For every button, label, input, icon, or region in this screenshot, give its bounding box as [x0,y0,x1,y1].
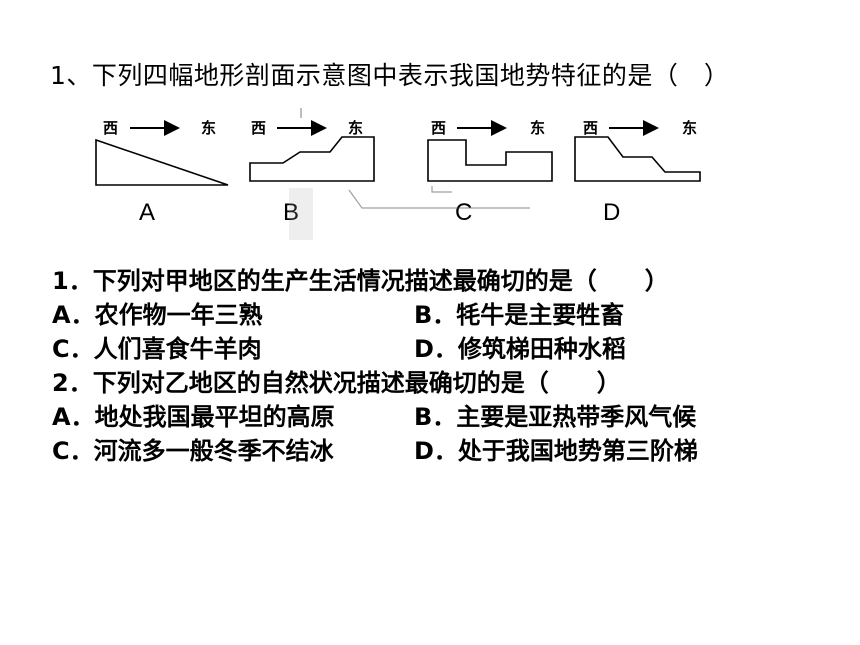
profile-c: 西 东 C [427,119,553,226]
terrain-profiles: 西 东 A 西 东 B 西 东 C 西 东 D [0,0,860,260]
sub-question-2: 2．下列对乙地区的自然状况描述最确切的是（ ） [52,366,698,400]
option-1b: B．牦牛是主要牲畜 [414,301,625,329]
profile-d-east: 东 [682,119,697,137]
profile-d-label: D [603,199,620,226]
options-row: A．农作物一年三熟 B．牦牛是主要牲畜 [52,298,698,332]
sub-question-2-text: 2．下列对乙地区的自然状况描述最确切的是（ ） [52,369,621,397]
profile-b-east: 东 [348,119,363,137]
question-title: 1、下列四幅地形剖面示意图中表示我国地势特征的是（ ） [50,61,730,90]
option-2d: D．处于我国地势第三阶梯 [414,437,698,465]
profile-c-shape [427,139,553,182]
options-row: C．人们喜食牛羊肉 D．修筑梯田种水稻 [52,332,698,366]
profile-b: 西 东 B [249,119,375,226]
option-1a: A．农作物一年三熟 [52,301,263,329]
sub-questions: 1．下列对甲地区的生产生活情况描述最确切的是（ ） A．农作物一年三熟 B．牦牛… [52,264,698,468]
option-2a: A．地处我国最平坦的高原 [52,403,335,431]
profile-d: 西 东 D [574,119,701,226]
profile-a: 西 东 A [95,119,229,226]
options-row: A．地处我国最平坦的高原 B．主要是亚热带季风气候 [52,400,698,434]
profile-b-label: B [283,199,299,226]
profile-d-west: 西 [583,119,598,137]
profile-c-west: 西 [431,119,446,137]
profile-a-west: 西 [103,119,118,137]
profile-c-label: C [455,199,472,226]
sub-question-1: 1．下列对甲地区的生产生活情况描述最确切的是（ ） [52,264,698,298]
option-1d: D．修筑梯田种水稻 [414,335,626,363]
options-row: C．河流多一般冬季不结冰 D．处于我国地势第三阶梯 [52,434,698,468]
profile-c-east: 东 [530,119,545,137]
option-2c: C．河流多一般冬季不结冰 [52,437,334,465]
profile-a-shape [95,138,229,186]
profile-b-shape [249,136,375,182]
sub-question-1-text: 1．下列对甲地区的生产生活情况描述最确切的是（ ） [52,267,669,295]
profile-a-east: 东 [201,119,216,137]
profile-b-west: 西 [251,119,266,137]
profile-a-label: A [139,199,155,226]
terrain-profiles-svg: 西 东 A 西 东 B 西 东 C 西 东 D [95,108,701,240]
profile-d-shape [574,136,701,182]
option-2b: B．主要是亚热带季风气候 [414,403,697,431]
option-1c: C．人们喜食牛羊肉 [52,335,262,363]
scan-artifacts [289,108,530,240]
